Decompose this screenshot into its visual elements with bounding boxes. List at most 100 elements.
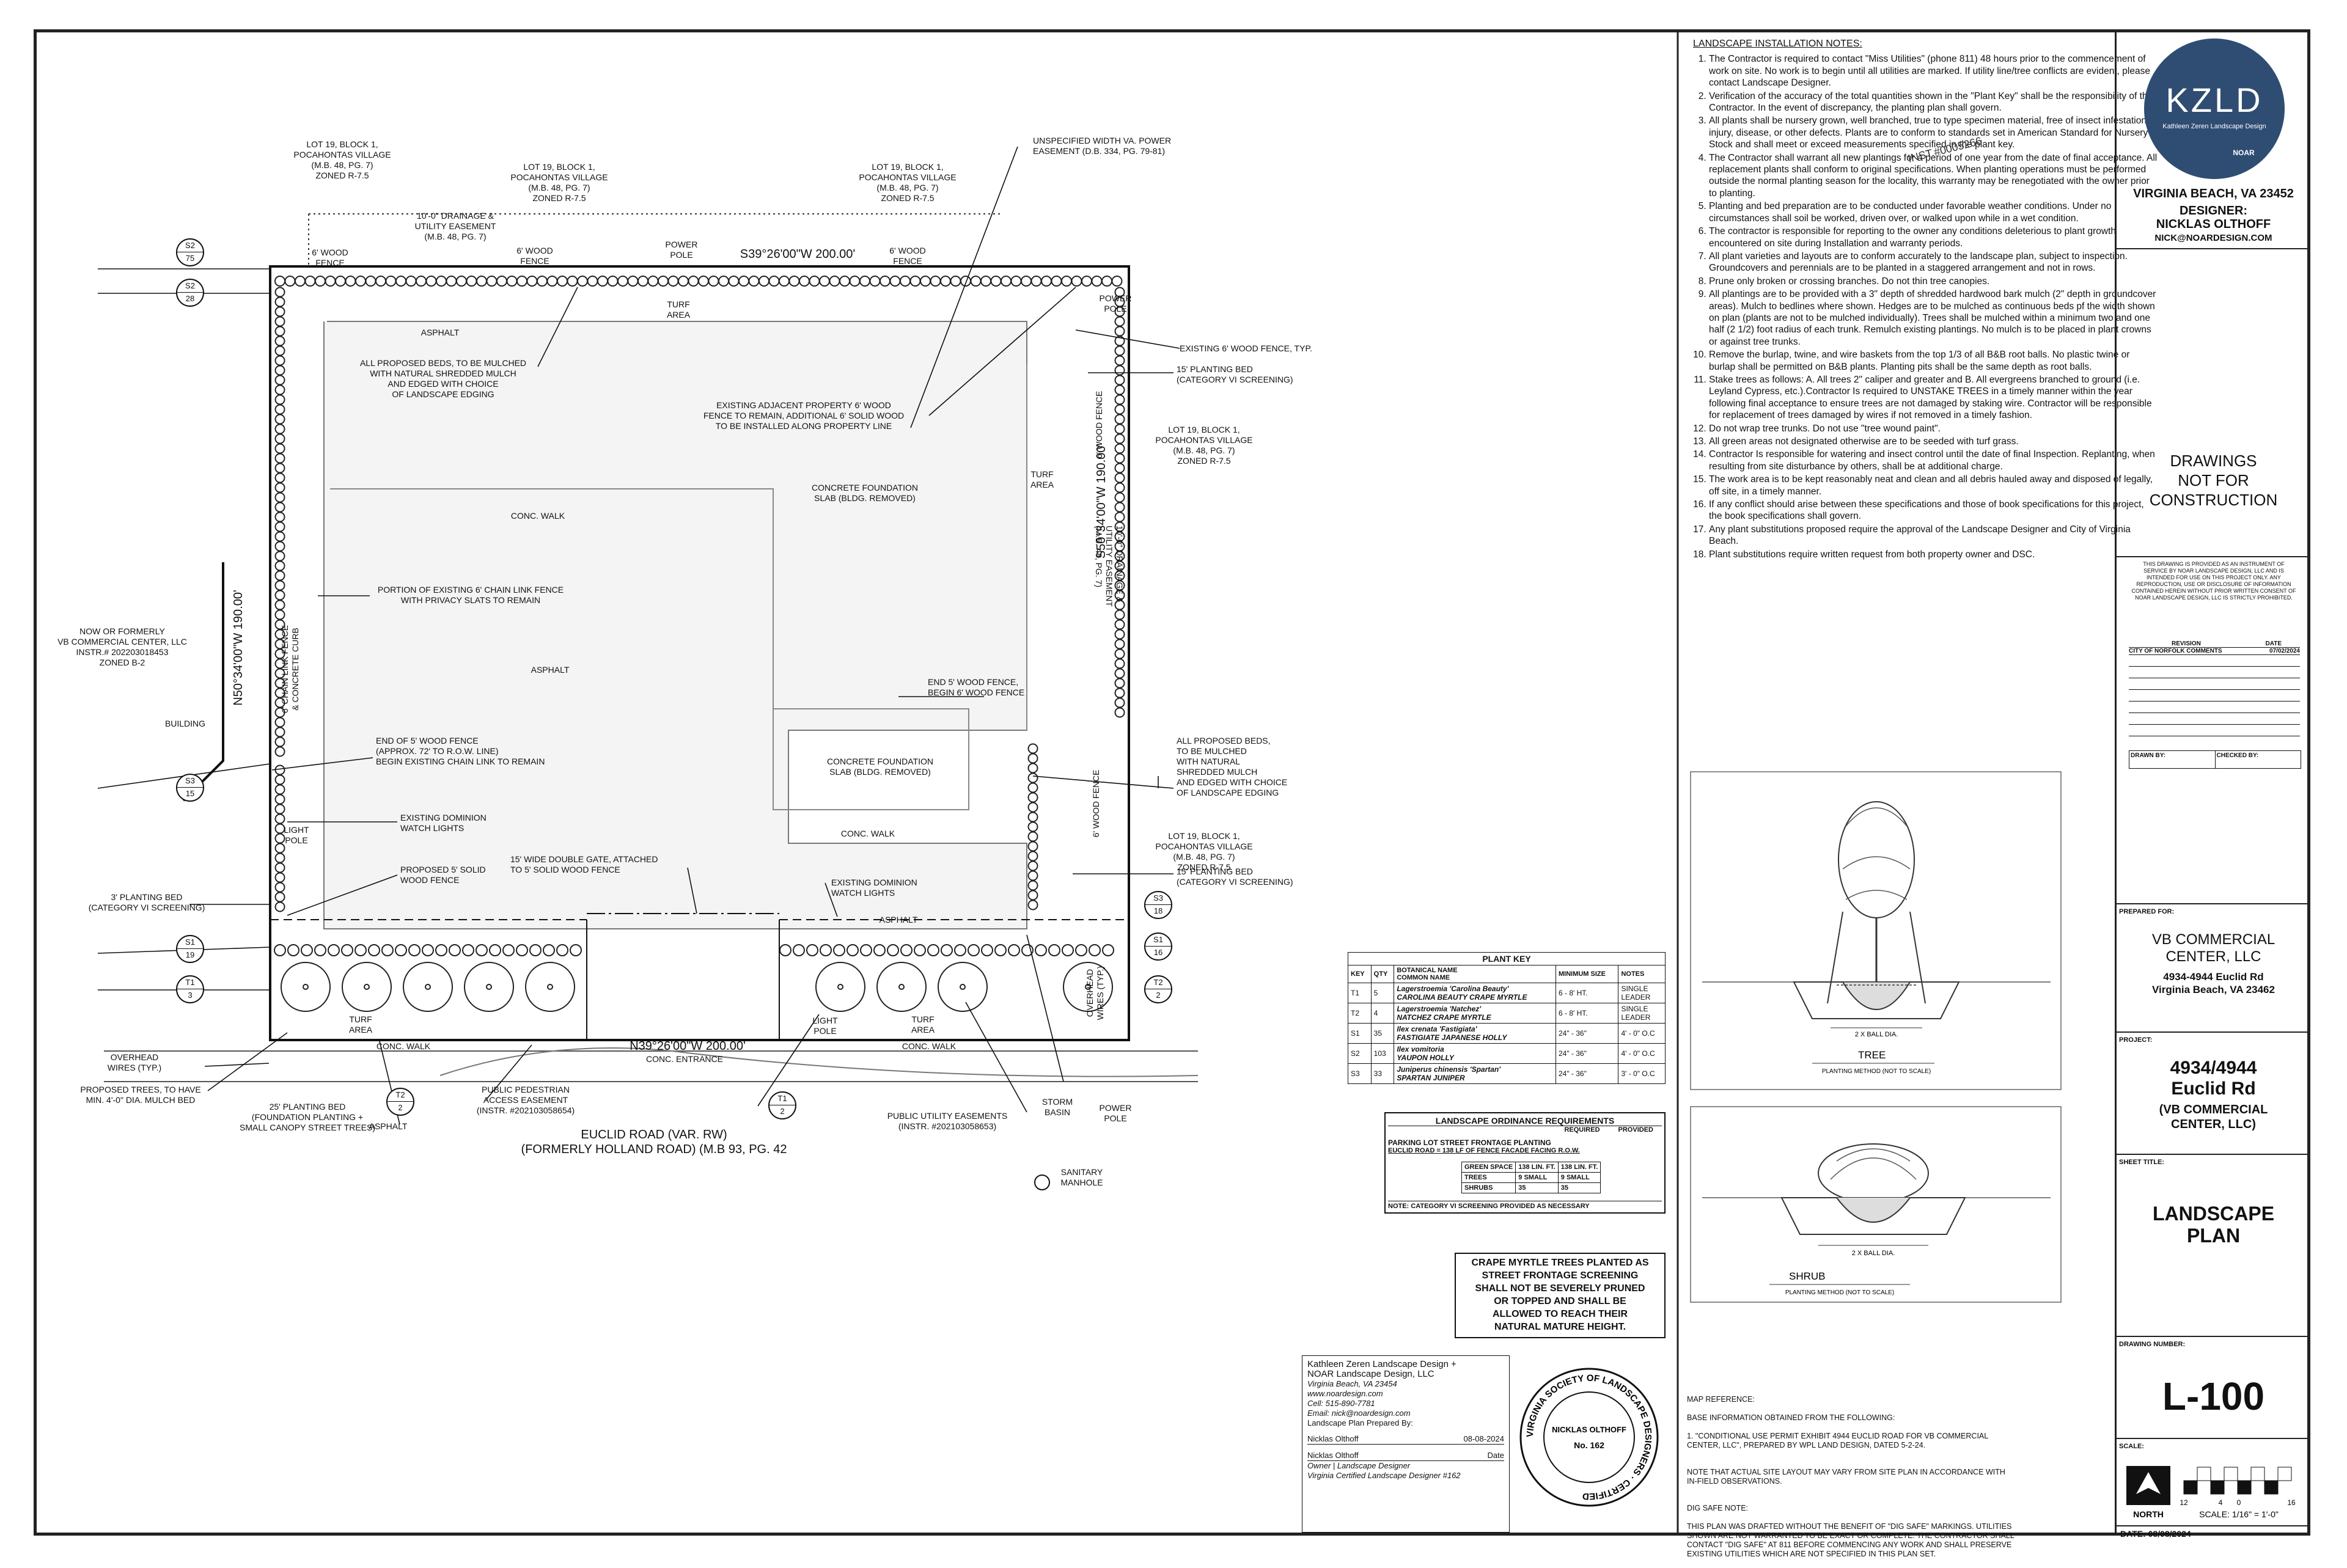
plant-key-title: PLANT KEY (1348, 952, 1666, 965)
shrub-symbol (274, 345, 285, 356)
shrub-symbol (341, 944, 353, 956)
shrub-symbol (748, 276, 760, 287)
designer-seal: VIRGINIA SOCIETY OF LANDSCAPE DESIGNERS … (1519, 1368, 1659, 1507)
shrub-symbol (274, 355, 285, 366)
shrub-symbol (274, 423, 285, 434)
shrub-symbol (462, 944, 474, 956)
scale-bar-segment (2224, 1467, 2238, 1481)
leader-lines (97, 146, 1180, 1125)
shrub-symbol (436, 276, 447, 287)
svg-text:NICKLAS OLTHOFF: NICKLAS OLTHOFF (1552, 1425, 1626, 1434)
shrub-symbol (1027, 860, 1038, 871)
shrub-symbol (587, 276, 598, 287)
shrub-symbol (1114, 502, 1125, 513)
shrub-symbol (408, 944, 421, 956)
installation-note: All plantings are to be provided with a … (1709, 288, 2158, 348)
existing-fence-label: EXISTING 6' WOOD FENCE, TYP. (1180, 343, 1312, 353)
shrub-symbol (793, 944, 805, 956)
shrub-symbol (529, 944, 542, 956)
planting-bed-25: 25' PLANTING BED (FOUNDATION PLANTING + … (240, 1102, 375, 1132)
installation-note: Stake trees as follows: A. All trees 2" … (1709, 374, 2158, 422)
plant-key-header: BOTANICAL NAME COMMON NAME (1394, 965, 1556, 983)
shrub-symbol (274, 365, 285, 376)
lot-label-e2: LOT 19, BLOCK 1, POCAHONTAS VILLAGE (M.B… (1155, 831, 1253, 872)
south-hedge-row (274, 944, 1114, 956)
plant-key-cell: 5 (1370, 983, 1395, 1003)
scale-bar-segment (2264, 1480, 2279, 1495)
shrub-symbol (1041, 276, 1052, 287)
shrub-symbol (446, 276, 457, 287)
shrub-symbol (1114, 492, 1125, 503)
conc-walk-2: CONC. WALK (840, 829, 895, 838)
shrub-symbol (1114, 648, 1125, 659)
shrub-symbol (314, 944, 326, 956)
shrub-symbol (1081, 276, 1092, 287)
installation-note: All green areas not designated otherwise… (1709, 436, 2158, 447)
project-sub: (VB COMMERCIAL CENTER, LLC) (2159, 1103, 2268, 1131)
shrub-symbol (274, 394, 285, 405)
dominion-lights-west: EXISTING DOMINION WATCH LIGHTS (400, 813, 487, 833)
shrub-symbol (1114, 658, 1125, 669)
shrub-symbol (1048, 944, 1060, 956)
shrub-symbol (274, 892, 285, 903)
shrub-symbol (667, 276, 679, 287)
shrub-symbol (570, 944, 582, 956)
overhead-wires-east: OVERHEAD WIRES (TYP.) (1085, 965, 1105, 1020)
shrub-symbol (274, 746, 285, 757)
now-formerly-note: NOW OR FORMERLY VB COMMERCIAL CENTER, LL… (57, 626, 187, 667)
installation-note: Prune only broken or crossing branches. … (1709, 276, 2158, 287)
shrub-symbol (1010, 276, 1022, 287)
designer-label: DESIGNER: (2179, 204, 2248, 218)
pedestrian-easement: PUBLIC PEDESTRIAN ACCESS EASEMENT (INSTR… (476, 1085, 575, 1115)
shrub-symbol (1030, 276, 1042, 287)
shrub-symbol (930, 276, 941, 287)
plant-key-cell: 24" - 36" (1555, 1063, 1619, 1084)
shrub-symbol (1114, 697, 1125, 708)
tree-planting-detail: 2 X BALL DIA. TREE PLANTING METHOD (NOT … (1690, 771, 2062, 1090)
tree-trunk (425, 984, 431, 990)
shrub-symbol (658, 276, 669, 287)
plant-key-cell: 3' - 0" O.C (1618, 1063, 1666, 1084)
scale-bar-segment (2277, 1467, 2292, 1481)
shrub-symbol (1114, 326, 1125, 337)
shrub-symbol (1027, 831, 1038, 842)
shrub-symbol (914, 944, 926, 956)
shrub-symbol (274, 551, 285, 562)
shrub-symbol (1114, 316, 1125, 327)
shrub-symbol (758, 276, 769, 287)
plant-key-cell: S3 (1348, 1063, 1372, 1084)
shrub-symbol (274, 404, 285, 415)
lot-label-n1: LOT 19, BLOCK 1, POCAHONTAS VILLAGE (M.B… (510, 162, 608, 203)
shrub-symbol (385, 276, 397, 287)
revision-line (2129, 655, 2300, 667)
shrub-symbol (779, 276, 790, 287)
shrub-symbol (516, 276, 527, 287)
shrub-symbol (627, 276, 639, 287)
shrub-symbol (869, 276, 881, 287)
plant-key-header: KEY (1348, 965, 1372, 983)
shrub-symbol (284, 276, 296, 287)
plant-key-cell: SINGLE LEADER (1618, 983, 1666, 1003)
shrub-symbol (395, 276, 406, 287)
tree-trunk (364, 984, 370, 990)
shrub-symbol (274, 862, 285, 873)
shrub-symbol (1114, 375, 1125, 386)
conc-walk-3: CONC. WALK (376, 1041, 431, 1051)
shrub-symbol (274, 590, 285, 601)
shrub-symbol (274, 335, 285, 346)
installation-note: The work area is to be kept reasonably n… (1709, 474, 2158, 497)
shrub-symbol (304, 276, 316, 287)
shrub-symbol (1075, 944, 1087, 956)
shrub-symbol (1027, 772, 1038, 783)
drawing-number: L-100 (2162, 1374, 2265, 1418)
scale-tick-label: 0 (2237, 1498, 2241, 1507)
client-name: VB COMMERCIAL CENTER, LLC (2151, 931, 2275, 965)
scale-bar-segment (2183, 1480, 2198, 1495)
revision-line (2129, 667, 2300, 678)
shrub-symbol (1114, 414, 1125, 425)
svg-text:No. 162: No. 162 (1574, 1440, 1604, 1450)
